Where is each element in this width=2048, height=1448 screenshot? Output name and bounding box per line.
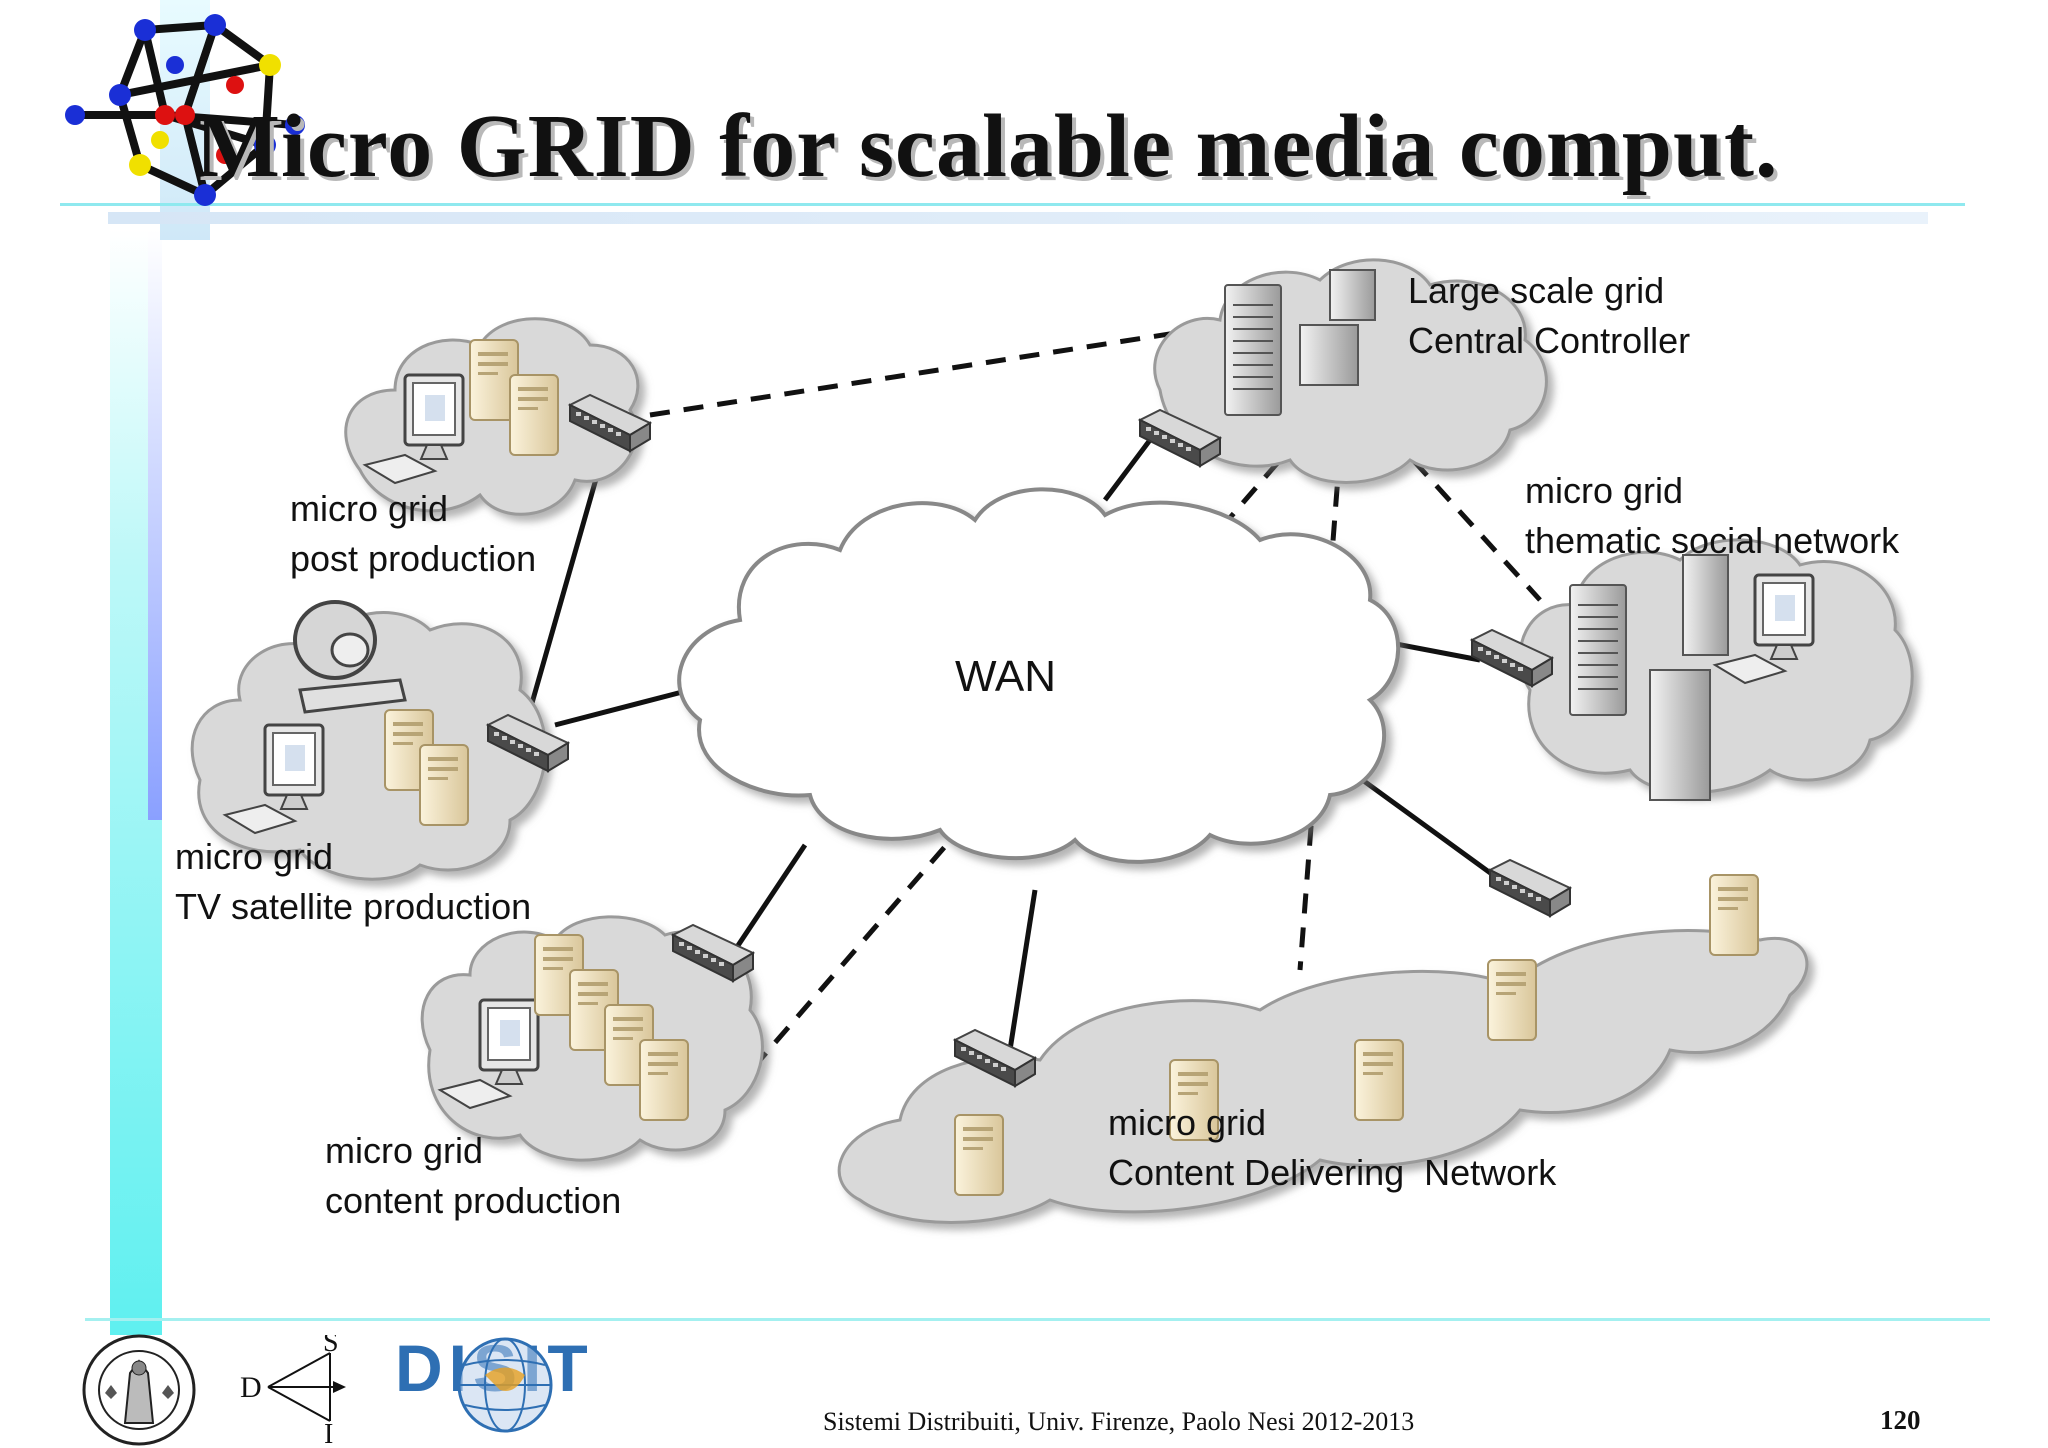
label-tv-line1: micro grid — [175, 836, 334, 877]
dsi-logo-s: S — [323, 1335, 339, 1358]
title-rule-shadow — [108, 212, 1928, 224]
label-content: micro grid content production — [325, 1126, 621, 1226]
label-central-line2: Central Controller — [1408, 320, 1691, 361]
label-content-line2: content production — [325, 1180, 622, 1221]
molecule-logo — [65, 14, 305, 206]
cloud-cdn — [837, 929, 1809, 1224]
footer-text: Sistemi Distribuiti, Univ. Firenze, Paol… — [823, 1407, 1415, 1436]
cloud-wan — [677, 487, 1401, 864]
label-content-line1: micro grid — [325, 1130, 484, 1171]
left-accent-bar-dark — [148, 230, 162, 820]
disit-globe-icon — [457, 1337, 553, 1433]
dsi-logo-d: D — [240, 1371, 262, 1404]
dsi-logo-i: I — [324, 1419, 333, 1445]
label-social-line2: thematic social network — [1525, 520, 1900, 561]
title-rule — [60, 203, 1965, 206]
university-seal — [82, 1334, 196, 1446]
slide-title: Micro GRID for scalable media comput. — [195, 97, 1779, 196]
label-tv: micro grid TV satellite production — [175, 832, 531, 932]
label-post: micro grid post production — [290, 484, 536, 584]
label-cdn-line1: micro grid — [1108, 1102, 1267, 1143]
label-social: micro grid thematic social network — [1525, 466, 1899, 566]
dsi-logo: D S I — [240, 1335, 346, 1445]
label-cdn-line2: Content Delivering Network — [1108, 1152, 1557, 1193]
label-post-line2: post production — [290, 538, 537, 579]
label-post-line1: micro grid — [290, 488, 449, 529]
satellite-dish-icon — [293, 600, 407, 714]
label-central: Large scale grid Central Controller — [1408, 266, 1690, 366]
label-social-line1: micro grid — [1525, 470, 1684, 511]
label-central-line1: Large scale grid — [1408, 270, 1665, 311]
wan-label: WAN — [955, 652, 1057, 701]
footer-rule — [85, 1318, 1990, 1321]
page-number: 120 — [1880, 1405, 1921, 1435]
label-cdn: micro grid Content Delivering Network — [1108, 1098, 1556, 1198]
label-tv-line2: TV satellite production — [175, 886, 532, 927]
